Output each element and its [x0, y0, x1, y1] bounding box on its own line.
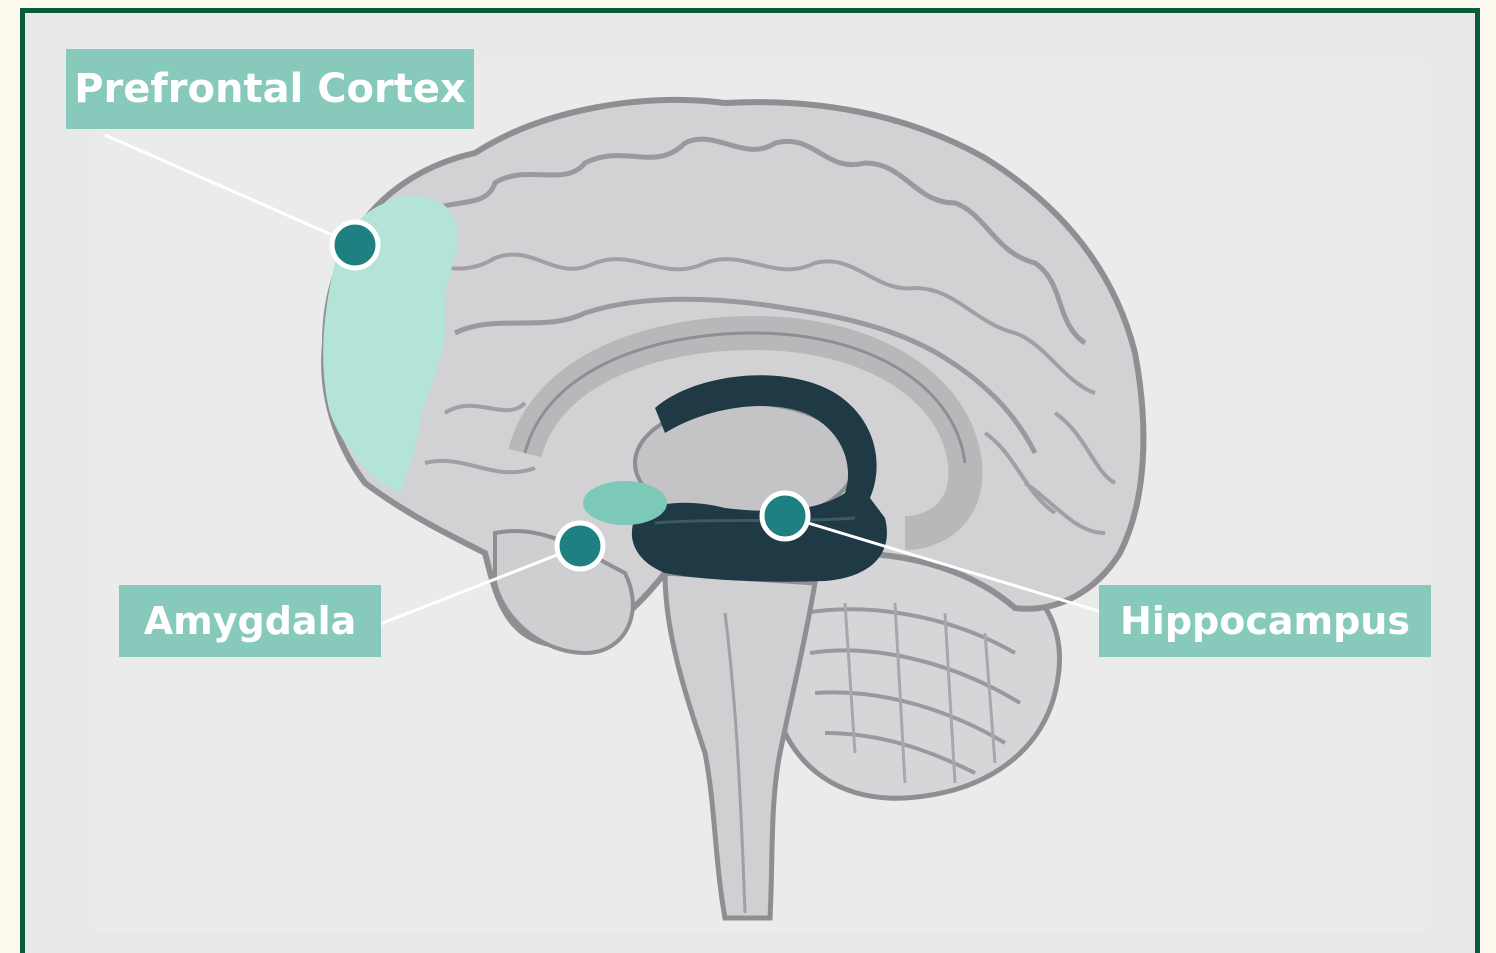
amygdala-region [583, 481, 667, 525]
hippocampus-label: Hippocampus [1099, 585, 1431, 657]
hippocampus-marker [762, 493, 808, 539]
amygdala-marker [557, 523, 603, 569]
amygdala-label: Amygdala [119, 585, 381, 657]
diagram-frame: Prefrontal Cortex Amygdala Hippocampus [20, 8, 1480, 953]
prefrontal-marker [332, 222, 378, 268]
prefrontal-cortex-label: Prefrontal Cortex [66, 49, 474, 129]
brain-sagittal-diagram [25, 13, 1475, 943]
